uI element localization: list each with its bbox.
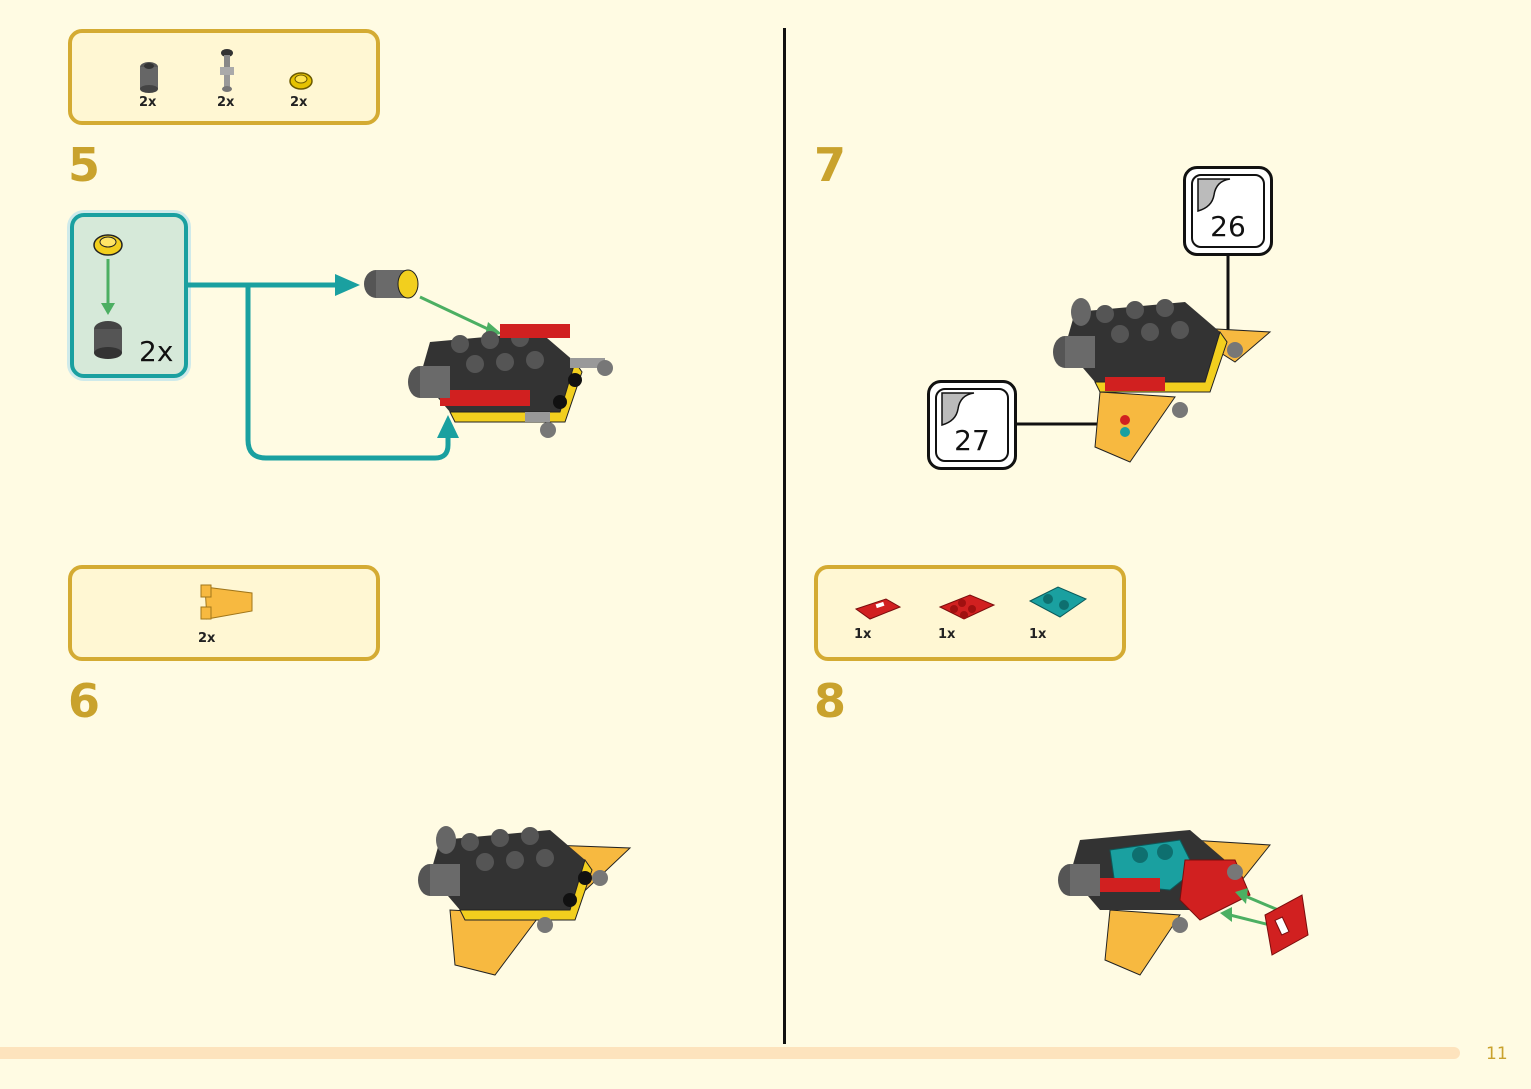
step-6-parts-list: 2x xyxy=(68,565,380,661)
step-5-model-illustration xyxy=(364,269,613,438)
step-8-parts-list: 1x 1x 1x xyxy=(814,565,1126,661)
part-qty: 1x xyxy=(854,627,872,642)
part-qty: 1x xyxy=(938,627,956,642)
orange-wing-plate-icon xyxy=(200,584,253,620)
step-6-model-illustration xyxy=(418,826,632,976)
red-plate-2x2-icon xyxy=(938,594,996,620)
step-number: 5 xyxy=(68,138,101,192)
teal-plate-2x2-icon xyxy=(1028,586,1088,618)
sub-assembly-icon xyxy=(93,234,123,359)
step-8-model-illustration xyxy=(1058,830,1309,976)
sticker-26: 26 xyxy=(1183,166,1273,256)
step-number: 8 xyxy=(814,674,847,728)
dark-grey-round-brick-icon xyxy=(140,62,158,93)
callout-qty: 2x xyxy=(139,335,174,368)
sub-assembly-callout: 2x xyxy=(70,213,188,378)
sticker-icon xyxy=(1197,178,1231,212)
part-qty: 2x xyxy=(290,95,308,110)
page-number: 11 xyxy=(1486,1044,1508,1064)
step-number: 7 xyxy=(814,138,847,192)
step-number: 6 xyxy=(68,674,101,728)
page-divider xyxy=(783,28,786,1044)
sticker-27: 27 xyxy=(927,380,1017,470)
red-tile-icon xyxy=(854,598,902,620)
part-qty: 2x xyxy=(139,95,157,110)
sticker-icon xyxy=(941,392,975,426)
sticker-number: 26 xyxy=(1210,210,1246,243)
part-qty: 1x xyxy=(1029,627,1047,642)
grey-bar-holder-icon xyxy=(220,49,234,92)
footer-bar xyxy=(0,1047,1460,1059)
step-5-parts-list: 2x 2x 2x xyxy=(68,29,380,125)
teal-connector-arrows xyxy=(188,274,459,461)
sticker-number: 27 xyxy=(954,424,990,457)
part-qty: 2x xyxy=(198,631,216,646)
step-7-model-illustration xyxy=(1015,256,1272,463)
part-qty: 2x xyxy=(217,95,235,110)
yellow-round-plate-icon xyxy=(289,72,313,90)
